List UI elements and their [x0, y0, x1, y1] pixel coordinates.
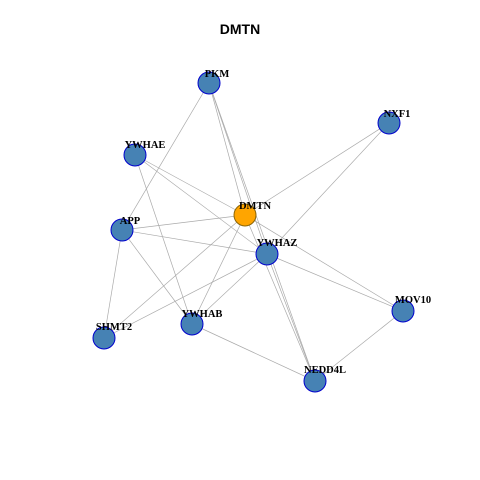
- node-shmt2[interactable]: SHMT2: [92, 322, 132, 350]
- graph-title: DMTN: [219, 21, 261, 37]
- node-label-ywhae: YWHAE: [125, 140, 166, 151]
- edge-app-ywhab: [121, 229, 193, 325]
- edge-dmtn-shmt2: [103, 214, 246, 339]
- node-circle-ywhab[interactable]: [180, 312, 204, 336]
- node-label-dmtn: DMTN: [239, 201, 271, 212]
- edge-ywhaz-nedd4l: [266, 253, 316, 382]
- node-label-pkm: PKM: [205, 69, 230, 80]
- edge-ywhae-ywhab: [134, 154, 193, 325]
- node-ywhae[interactable]: YWHAE: [123, 140, 166, 167]
- node-label-mov10: MOV10: [395, 295, 431, 306]
- edge-dmtn-ywhab: [191, 214, 246, 325]
- edge-ywhaz-ywhab: [191, 253, 268, 325]
- node-mov10[interactable]: MOV10: [391, 295, 431, 323]
- node-nxf1[interactable]: NXF1: [377, 109, 411, 135]
- node-circle-ywhaz[interactable]: [255, 242, 279, 266]
- node-label-ywhaz: YWHAZ: [257, 238, 298, 249]
- node-label-nxf1: NXF1: [384, 109, 411, 120]
- edge-dmtn-mov10: [244, 214, 404, 312]
- node-circle-ywhae[interactable]: [123, 143, 147, 167]
- node-circle-dmtn[interactable]: [233, 203, 257, 227]
- edges-layer: [103, 82, 404, 382]
- node-circle-nxf1[interactable]: [377, 111, 401, 135]
- edge-pkm-app: [121, 82, 210, 231]
- node-dmtn[interactable]: DMTN: [233, 201, 271, 227]
- node-ywhaz[interactable]: YWHAZ: [255, 238, 298, 266]
- edge-pkm-nedd4l: [208, 82, 316, 382]
- edge-ywhaz-mov10: [266, 253, 404, 312]
- node-ywhab[interactable]: YWHAB: [180, 309, 223, 336]
- node-circle-mov10[interactable]: [391, 299, 415, 323]
- edge-dmtn-nedd4l: [244, 214, 316, 382]
- node-circle-app[interactable]: [110, 218, 134, 242]
- node-label-nedd4l: NEDD4L: [304, 365, 346, 376]
- node-label-shmt2: SHMT2: [96, 322, 132, 333]
- edge-ywhae-dmtn: [134, 154, 246, 216]
- edge-mov10-nedd4l: [314, 310, 404, 382]
- node-pkm[interactable]: PKM: [197, 69, 230, 95]
- edge-nxf1-dmtn: [244, 122, 390, 216]
- edge-pkm-ywhaz: [208, 82, 268, 255]
- edge-nxf1-ywhaz: [266, 122, 390, 255]
- node-nedd4l[interactable]: NEDD4L: [303, 365, 346, 393]
- node-label-ywhab: YWHAB: [182, 309, 223, 320]
- node-circle-nedd4l[interactable]: [303, 369, 327, 393]
- edge-ywhaz-shmt2: [103, 253, 268, 339]
- edge-ywhae-ywhaz: [134, 154, 268, 255]
- edge-dmtn-app: [121, 214, 246, 231]
- node-circle-shmt2[interactable]: [92, 326, 116, 350]
- edge-app-shmt2: [103, 229, 123, 339]
- node-label-app: APP: [120, 216, 141, 227]
- node-app[interactable]: APP: [110, 216, 141, 242]
- edge-app-ywhaz: [121, 229, 268, 255]
- node-circle-pkm[interactable]: [197, 71, 221, 95]
- edge-ywhab-nedd4l: [191, 323, 316, 382]
- edge-pkm-dmtn: [208, 82, 246, 216]
